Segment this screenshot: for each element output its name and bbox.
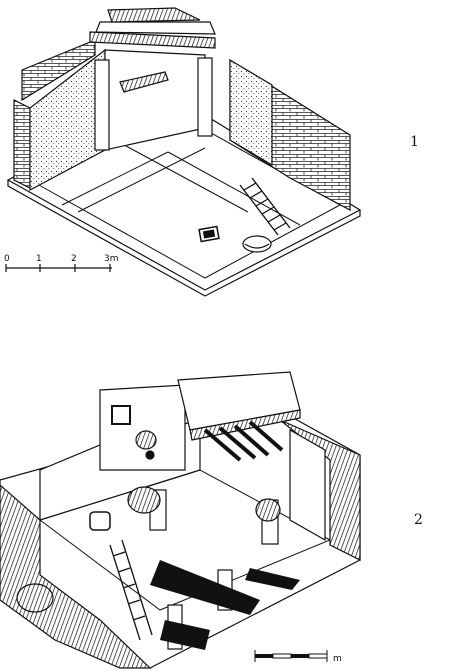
vessel-1 xyxy=(242,235,272,253)
house-model-1 xyxy=(6,7,362,297)
panel-label-2: 2 xyxy=(414,512,423,528)
scale-tick-3m: 3m xyxy=(104,254,119,264)
ladder-2 xyxy=(109,539,153,641)
left-wall-1 xyxy=(13,99,31,189)
ladder-1 xyxy=(239,177,291,236)
scale-tick-2: 2 xyxy=(71,254,77,264)
scale-tick-1: 1 xyxy=(36,254,42,264)
house-model-2 xyxy=(0,371,361,669)
bucranium-ornaments-2 xyxy=(127,430,281,522)
panel-label-1: 1 xyxy=(410,134,419,150)
scale-unit-m: m xyxy=(333,654,342,664)
scale-bar-2: m xyxy=(254,650,342,664)
scale-bar-1: 0 1 2 3m xyxy=(4,254,119,272)
left-wall-2 xyxy=(0,484,152,669)
scale-tick-0: 0 xyxy=(4,254,10,264)
roof-fragment-2 xyxy=(177,371,301,462)
storage-jar-2 xyxy=(16,583,54,613)
roof-beams-1 xyxy=(89,7,216,93)
